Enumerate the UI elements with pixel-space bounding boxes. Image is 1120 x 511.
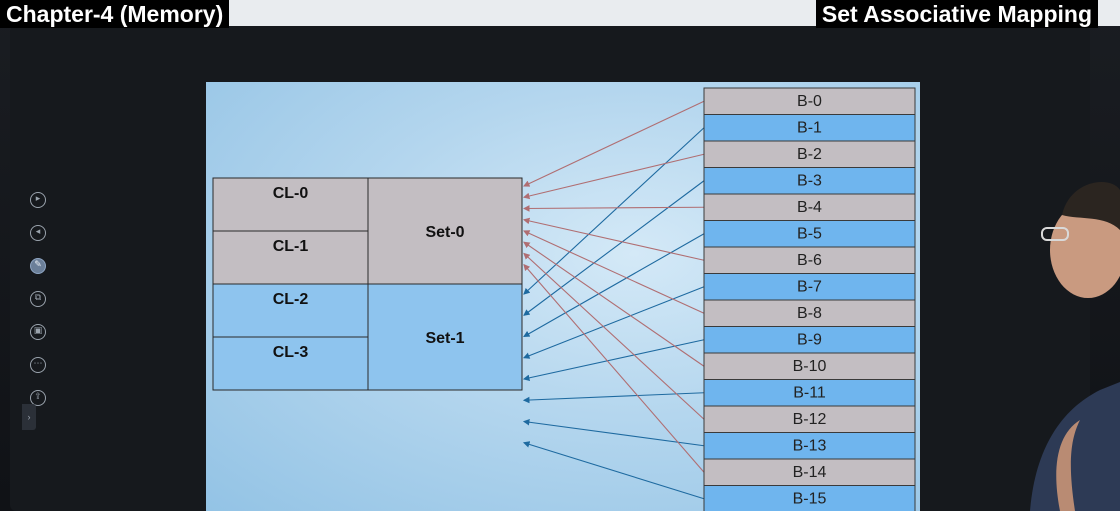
mapping-arrow-8 [522,230,705,314]
pen-icon[interactable]: ✎ [30,258,46,274]
side-panel-tab[interactable]: › [22,404,36,430]
mapping-arrow-12 [523,252,705,420]
memory-block-label: B-8 [797,305,822,322]
memory-block-3 [703,167,916,195]
memory-block-0 [703,87,916,115]
mapping-arrow-5 [523,233,705,338]
cache-line-label: CL-1 [273,238,309,255]
set-box-0 [367,177,523,285]
mapping-arrow-2 [522,153,705,200]
memory-block-10 [703,352,916,380]
memory-block-6 [703,246,916,274]
memory-block-label: B-1 [797,120,822,137]
mapping-arrow-10 [523,241,705,367]
cache-line-3 [212,336,369,391]
memory-block-2 [703,140,916,168]
mapping-arrow-15 [522,441,705,500]
main-memory-blocks: B-0B-1B-2B-3B-4B-5B-6B-7B-8B-9B-10B-11B-… [703,87,916,511]
mapping-arrows [522,100,705,500]
memory-block-label: B-9 [797,332,822,349]
memory-block-14 [703,458,916,486]
memory-block-label: B-4 [797,199,822,216]
cache-line-1 [212,230,369,285]
memory-block-4 [703,193,916,221]
image-icon[interactable]: ▣ [30,324,46,340]
play-icon[interactable]: ▸ [30,192,46,208]
cache-line-label: CL-2 [273,291,309,308]
mapping-arrow-1 [523,127,705,295]
memory-block-13 [703,432,916,460]
memory-block-label: B-13 [793,438,827,455]
memory-block-label: B-15 [793,491,827,508]
mapping-arrow-13 [522,418,705,447]
memory-block-label: B-0 [797,93,822,110]
topic-title: Set Associative Mapping [815,0,1098,28]
mapping-arrow-0 [523,100,705,187]
memory-block-label: B-11 [793,385,826,402]
memory-block-label: B-6 [797,252,822,269]
mapping-arrow-14 [523,263,705,473]
annotation-toolbar: ▸ ◂ ✎ ⧉ ▣ ⋯ ⇪ [26,192,50,423]
memory-block-label: B-3 [797,173,822,190]
mapping-arrow-6 [522,217,705,261]
memory-block-15 [703,485,916,511]
cache-line-label: CL-0 [273,185,309,202]
memory-block-label: B-14 [793,464,827,481]
memory-block-9 [703,326,916,354]
memory-block-12 [703,405,916,433]
back-icon[interactable]: ◂ [30,225,46,241]
share-icon[interactable]: ⇪ [30,390,46,406]
cache-line-label: CL-3 [273,344,309,361]
memory-block-label: B-5 [797,226,822,243]
memory-block-5 [703,220,916,248]
memory-block-label: B-10 [793,358,827,375]
mapping-arrow-7 [522,286,705,359]
mapping-arrow-11 [522,392,705,404]
cache-line-2 [212,283,369,338]
mapping-arrow-3 [523,180,705,316]
presenter [1030,182,1120,511]
set-label: Set-1 [425,330,464,347]
memory-block-label: B-2 [797,146,822,163]
memory-block-label: B-7 [797,279,822,296]
memory-block-label: B-12 [793,411,827,428]
memory-block-1 [703,114,916,142]
more-icon[interactable]: ⋯ [30,357,46,373]
copy-icon[interactable]: ⧉ [30,291,46,307]
mapping-arrow-4 [522,205,705,212]
memory-block-7 [703,273,916,301]
memory-block-11 [703,379,916,407]
chapter-title: Chapter-4 (Memory) [0,0,230,28]
set-label: Set-0 [425,224,464,241]
mapping-arrow-9 [522,339,705,382]
set-box-1 [367,283,523,391]
